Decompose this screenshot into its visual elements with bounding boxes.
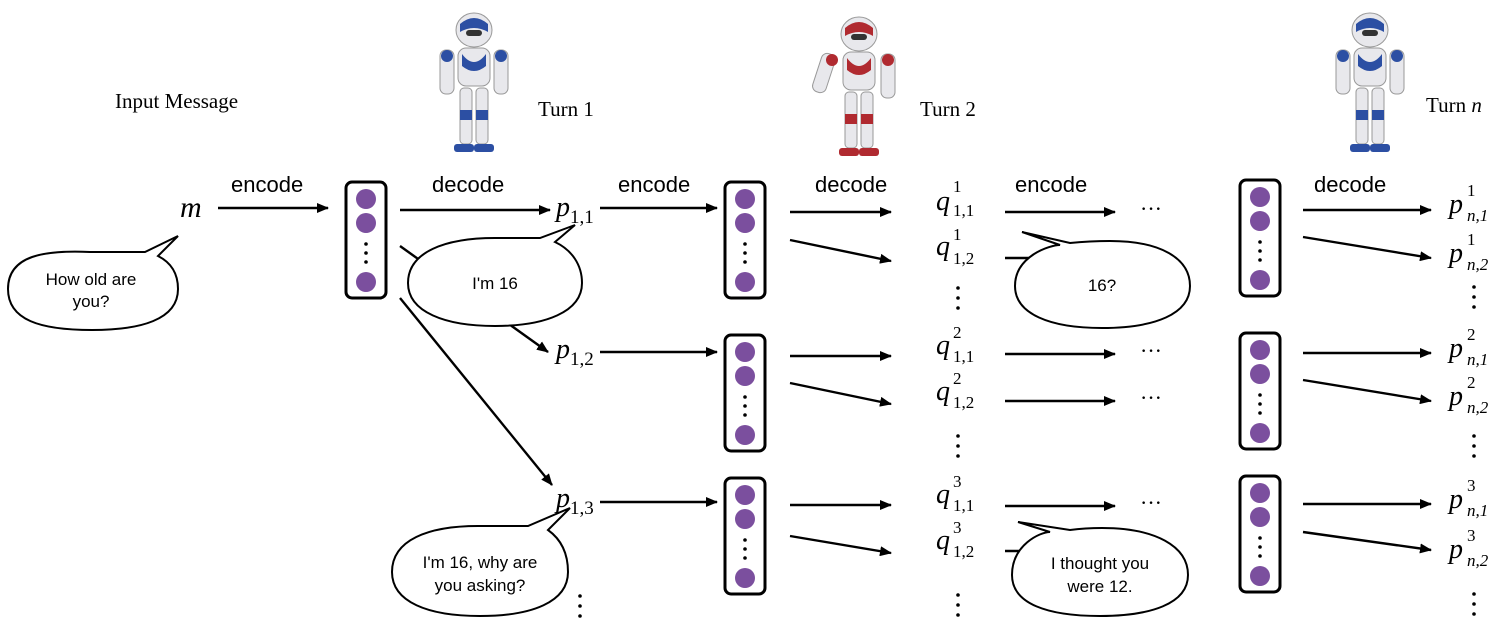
svg-text:2: 2 [953, 323, 962, 342]
svg-text:1,1: 1,1 [953, 201, 974, 220]
vector-box-turnn-1 [1238, 178, 1282, 298]
svg-text:q: q [936, 525, 950, 556]
svg-text:3: 3 [1467, 526, 1476, 545]
symbol-pn31: p 3 n,1 [1447, 476, 1488, 520]
svg-text:n,2: n,2 [1467, 398, 1489, 417]
vector-box-input [344, 180, 388, 300]
arrow-pn32 [1302, 530, 1432, 554]
symbol-q311: q 3 1,1 [936, 472, 974, 515]
arrow-decode-p13 [399, 297, 553, 486]
svg-text:1,2: 1,2 [953, 542, 974, 561]
ellipsis-row2: ··· [1140, 338, 1162, 363]
speech-bubble-turn2-a: 16? [1013, 231, 1192, 330]
ellipsis-row4: ··· [1140, 490, 1162, 515]
svg-text:1: 1 [1467, 230, 1476, 249]
turn2-label: Turn 2 [920, 97, 976, 121]
vector-box-p13 [723, 476, 767, 596]
symbol-q211: q 2 1,1 [936, 323, 974, 366]
vector-box-turnn-3 [1238, 474, 1282, 594]
symbol-p13: p1,3 [554, 483, 594, 519]
svg-text:3: 3 [953, 472, 962, 491]
svg-text:How old are: How old are [46, 270, 137, 289]
svg-text:p: p [1447, 484, 1463, 515]
vector-box-p12 [723, 333, 767, 453]
svg-text:p: p [1447, 534, 1463, 565]
svg-text:n,1: n,1 [1467, 501, 1488, 520]
symbol-q212: q 2 1,2 [936, 369, 974, 412]
symbol-pn21: p 2 n,1 [1447, 325, 1488, 369]
svg-text:1: 1 [953, 225, 962, 244]
decode-label-3: decode [1314, 172, 1386, 197]
symbol-p12: p1,2 [554, 334, 594, 370]
speech-bubble-question: How old are you? [6, 235, 180, 332]
svg-text:1,1: 1,1 [953, 347, 974, 366]
speech-bubble-turn2-b: I thought you were 12. [1010, 521, 1190, 618]
svg-text:n,2: n,2 [1467, 551, 1489, 570]
svg-text:2: 2 [953, 369, 962, 388]
svg-text:q: q [936, 376, 950, 407]
symbol-q112: q 1 1,2 [936, 225, 974, 268]
svg-text:2: 2 [1467, 373, 1476, 392]
encode-label-3: encode [1015, 172, 1087, 197]
svg-text:you?: you? [73, 292, 110, 311]
svg-text:q: q [936, 330, 950, 361]
symbol-q312: q 3 1,2 [936, 518, 974, 561]
encode-label-2: encode [618, 172, 690, 197]
svg-text:3: 3 [1467, 476, 1476, 495]
symbol-pn11: p 1 n,1 [1447, 181, 1488, 225]
input-message-label: Input Message [115, 89, 238, 113]
svg-text:3: 3 [953, 518, 962, 537]
svg-text:q: q [936, 231, 950, 262]
symbol-pn22: p 2 n,2 [1447, 373, 1489, 417]
svg-text:you asking?: you asking? [435, 576, 526, 595]
robot-turn1-icon [439, 12, 509, 152]
arrow-pn12 [1302, 235, 1432, 262]
turnn-label: Turn n [1426, 93, 1482, 117]
speech-bubble-reply1: I'm 16 [406, 224, 584, 328]
turn1-label: Turn 1 [538, 97, 594, 121]
message-symbol: m [180, 191, 202, 224]
svg-text:n,1: n,1 [1467, 206, 1488, 225]
vector-box-p11 [723, 180, 767, 300]
svg-text:I'm 16, why are: I'm 16, why are [423, 553, 538, 572]
ellipsis-row1: ··· [1140, 196, 1162, 221]
svg-text:2: 2 [1467, 325, 1476, 344]
arrow-pn22 [1302, 378, 1432, 405]
svg-text:q: q [936, 186, 950, 217]
arrow-q112 [789, 238, 892, 264]
svg-text:1,2: 1,2 [953, 393, 974, 412]
svg-text:1,2: 1,2 [953, 249, 974, 268]
svg-text:I thought you: I thought you [1051, 554, 1149, 573]
arrow-q212 [789, 381, 892, 407]
robot-turnn-icon [1335, 12, 1405, 152]
decode-label-2: decode [815, 172, 887, 197]
symbol-p11: p1,1 [554, 192, 594, 228]
encode-label-1: encode [231, 172, 303, 197]
vector-box-turnn-2 [1238, 331, 1282, 451]
decode-label-1: decode [432, 172, 504, 197]
svg-text:16?: 16? [1088, 276, 1116, 295]
robot-turn2-icon [812, 16, 896, 156]
vertical-ellipsis-group [578, 285, 1476, 618]
svg-text:p: p [1447, 238, 1463, 269]
svg-text:p: p [1447, 333, 1463, 364]
speech-bubble-reply3: I'm 16, why are you asking? [390, 507, 571, 618]
svg-text:1,1: 1,1 [953, 496, 974, 515]
svg-text:were 12.: were 12. [1066, 577, 1132, 596]
symbol-pn12: p 1 n,2 [1447, 230, 1489, 274]
svg-text:q: q [936, 479, 950, 510]
svg-text:p: p [1447, 381, 1463, 412]
svg-text:p: p [1447, 189, 1463, 220]
svg-text:1: 1 [1467, 181, 1476, 200]
svg-text:n,1: n,1 [1467, 350, 1488, 369]
arrow-q312 [789, 534, 892, 557]
symbol-q111: q 1 1,1 [936, 177, 974, 220]
svg-text:I'm 16: I'm 16 [472, 274, 518, 293]
svg-text:1: 1 [953, 177, 962, 196]
ellipsis-row3: ··· [1140, 385, 1162, 410]
symbol-pn32: p 3 n,2 [1447, 526, 1489, 570]
svg-text:n,2: n,2 [1467, 255, 1489, 274]
